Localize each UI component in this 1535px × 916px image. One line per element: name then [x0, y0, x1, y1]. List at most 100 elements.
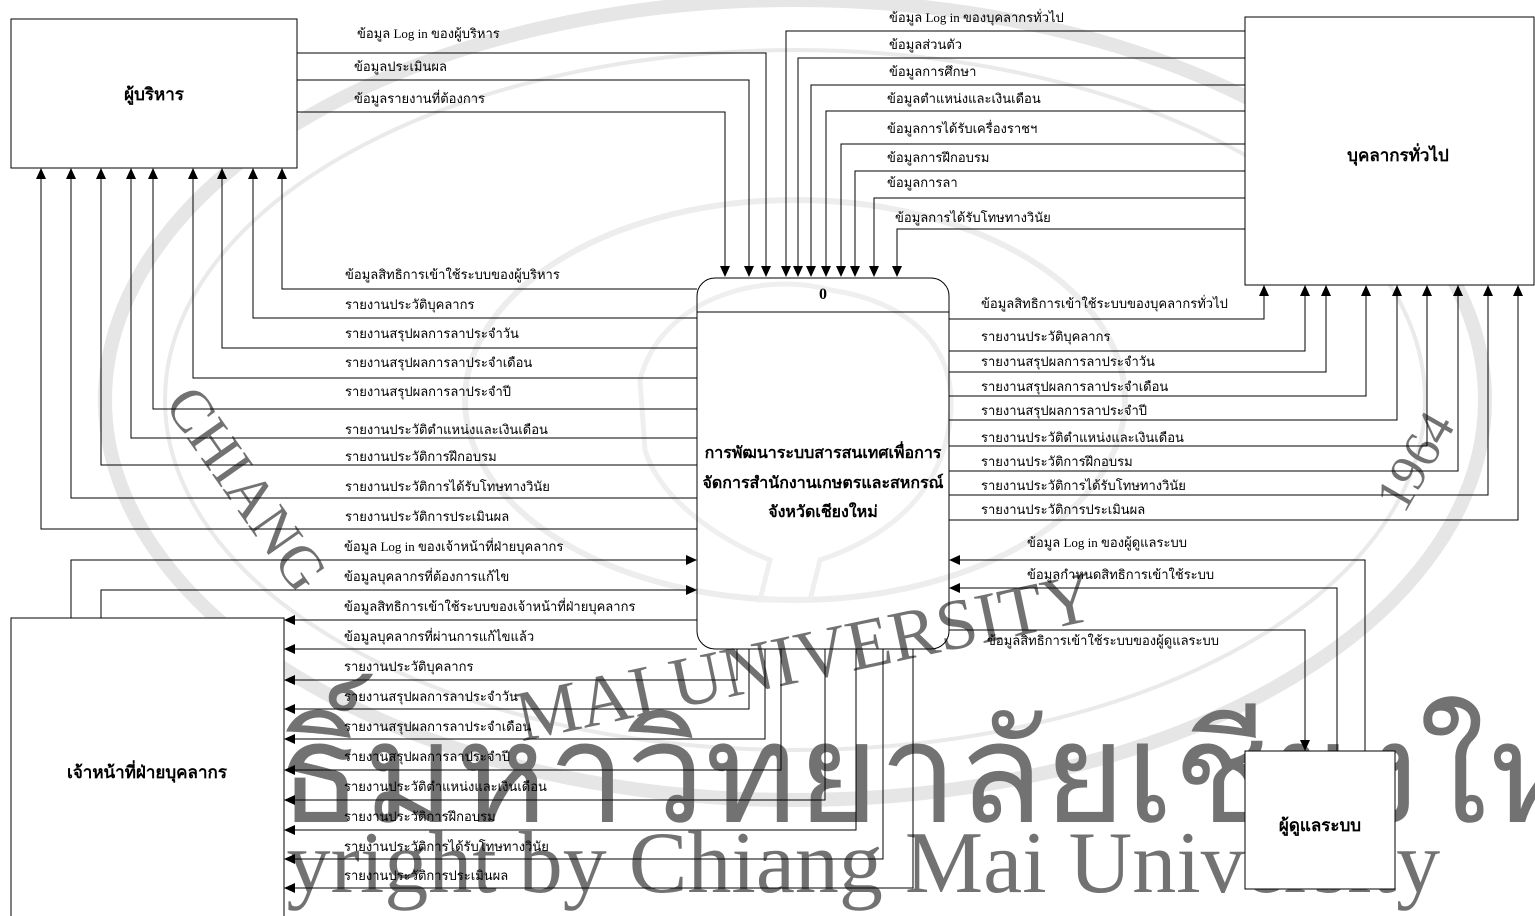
flow-staff-out-1	[949, 285, 1310, 352]
flow-admin-out-label-0: ข้อมูลสิทธิการเข้าใช้ระบบของผู้ดูแลระบบ	[987, 633, 1219, 649]
flow-exec-out-label-2: รายงานสรุปผลการลาประจำวัน	[345, 326, 519, 342]
flow-staff-out-label-5: รายงานประวัติตำแหน่งและเงินเดือน	[981, 430, 1184, 445]
data-flows	[36, 30, 1523, 893]
flow-hr-out-2	[284, 649, 738, 685]
flow-exec-out-label-0: ข้อมูลสิทธิการเข้าใช้ระบบของผู้บริหาร	[345, 267, 560, 283]
flow-hr-out-label-0: ข้อมูลสิทธิการเข้าใช้ระบบของเจ้าหน้าที่ฝ…	[344, 598, 635, 615]
flow-hr-out-9	[284, 649, 914, 893]
flow-staff-out-8	[949, 285, 1523, 521]
flow-staff-out-label-4: รายงานสรุปผลการลาประจำปี	[981, 403, 1147, 419]
flow-staff-in-label-2: ข้อมูลการศึกษา	[889, 64, 976, 80]
flow-admin-in-0	[949, 555, 1366, 751]
flow-exec-out-5	[126, 168, 697, 439]
watermark-copyright-text: Copyright by Chiang Mai University	[140, 815, 1440, 912]
flow-staff-out-7	[949, 285, 1493, 496]
flow-exec-in-0	[297, 52, 771, 277]
process-title-line3: จังหวัดเชียงใหม่	[768, 502, 878, 521]
flow-staff-out-3	[949, 285, 1371, 397]
flow-staff-out-label-2: รายงานสรุปผลการลาประจำวัน	[981, 354, 1155, 370]
flow-staff-in-label-5: ข้อมูลการฝึกอบรม	[887, 150, 989, 166]
flow-staff-in-label-1: ข้อมูลส่วนตัว	[889, 37, 962, 53]
flow-hr-out-label-2: รายงานประวัติบุคลากร	[344, 659, 473, 675]
flow-staff-in-7	[892, 228, 1245, 277]
flow-staff-out-0	[949, 285, 1269, 320]
flow-staff-out-label-1: รายงานประวัติบุคลากร	[981, 329, 1110, 345]
flow-hr-in-label-1: ข้อมูลบุคลากรที่ต้องการแก้ไข	[344, 568, 509, 585]
flow-hr-out-label-3: รายงานสรุปผลการลาประจำวัน	[344, 689, 518, 705]
flow-staff-in-label-6: ข้อมูลการลา	[887, 175, 958, 191]
entity-executive-label: ผู้บริหาร	[124, 85, 185, 106]
flow-staff-in-1	[793, 57, 1245, 277]
flow-exec-out-7	[66, 168, 697, 499]
flow-exec-out-label-7: รายงานประวัติการได้รับโทษทางวินัย	[345, 479, 550, 494]
flow-hr-in-0	[70, 555, 697, 618]
flow-staff-in-0	[781, 30, 1245, 277]
entity-admin: ผู้ดูแลระบบ	[1244, 750, 1396, 890]
flow-staff-in-label-4: ข้อมูลการได้รับเครื่องราชฯ	[887, 120, 1037, 137]
flow-hr-out-label-6: รายงานประวัติตำแหน่งและเงินเดือน	[344, 779, 547, 794]
process-0: 0 การพัฒนาระบบสารสนเทศเพื่อการ จัดการสำน…	[696, 277, 950, 650]
flow-hr-out-7	[284, 649, 857, 835]
flow-staff-in-label-3: ข้อมูลตำแหน่งและเงินเดือน	[887, 91, 1041, 107]
flow-admin-in-label-0: ข้อมูล Log in ของผู้ดูแลระบบ	[1027, 535, 1187, 551]
flow-staff-out-5	[949, 285, 1432, 447]
flow-staff-in-label-7: ข้อมูลการได้รับโทษทางวินัย	[895, 210, 1051, 226]
flow-staff-out-2	[949, 285, 1331, 373]
flow-staff-in-label-0: ข้อมูล Log in ของบุคลากรทั่วไป	[889, 9, 1064, 26]
flow-staff-out-label-7: รายงานประวัติการได้รับโทษทางวินัย	[981, 478, 1186, 493]
process-number: 0	[819, 286, 827, 303]
flow-exec-out-1	[248, 168, 697, 319]
flow-exec-in-label-1: ข้อมูลประเมินผล	[354, 59, 447, 75]
flow-staff-out-4	[949, 285, 1402, 421]
entity-general-staff: บุคลากรทั่วไป	[1244, 16, 1535, 286]
flow-hr-out-5	[284, 649, 782, 775]
flow-staff-in-5	[850, 170, 1245, 277]
flow-exec-out-label-3: รายงานสรุปผลการลาประจำเดือน	[345, 355, 532, 371]
flow-admin-in-1	[949, 583, 1338, 751]
flow-hr-out-label-4: รายงานสรุปผลการลาประจำเดือน	[344, 719, 531, 735]
entity-hr-officer-label: เจ้าหน้าที่ฝ่ายบุคลากร	[67, 760, 228, 783]
entity-admin-label: ผู้ดูแลระบบ	[1279, 816, 1361, 837]
flow-staff-in-3	[821, 110, 1245, 277]
entity-executive: ผู้บริหาร	[10, 18, 298, 169]
process-title-line2: จัดการสำนักงานเกษตรและสหกรณ์	[703, 473, 944, 492]
flow-staff-out-label-3: รายงานสรุปผลการลาประจำเดือน	[981, 379, 1168, 395]
flow-exec-in-2	[297, 111, 730, 277]
flow-admin-out-0	[949, 629, 1310, 751]
flow-staff-out-label-0: ข้อมูลสิทธิการเข้าใช้ระบบของบุคลากรทั่วไ…	[981, 295, 1228, 312]
flow-admin-in-label-1: ข้อมูลกำหนดสิทธิการเข้าใช้ระบบ	[1027, 567, 1214, 583]
flow-exec-out-0	[277, 168, 697, 290]
flow-hr-out-8	[284, 649, 884, 864]
flow-exec-out-4	[148, 168, 697, 410]
entity-hr-officer: เจ้าหน้าที่ฝ่ายบุคลากร	[10, 617, 285, 916]
flow-exec-out-label-8: รายงานประวัติการประเมินผล	[345, 509, 509, 524]
flow-labels: ข้อมูล Log in ของผู้บริหารข้อมูลประเมินผ…	[344, 9, 1228, 883]
flow-hr-out-6	[284, 649, 826, 805]
flow-staff-in-6	[869, 197, 1245, 277]
flow-exec-in-1	[297, 79, 754, 277]
flow-staff-in-4	[836, 143, 1245, 277]
flow-exec-in-label-0: ข้อมูล Log in ของผู้บริหาร	[357, 26, 500, 42]
flow-exec-out-2	[217, 168, 697, 349]
flow-exec-out-label-5: รายงานประวัติตำแหน่งและเงินเดือน	[345, 422, 548, 437]
flow-exec-out-3	[188, 168, 697, 379]
flow-exec-out-label-1: รายงานประวัติบุคลากร	[345, 297, 474, 313]
flow-staff-in-2	[806, 84, 1245, 277]
flow-staff-out-6	[949, 285, 1463, 472]
flow-hr-in-label-0: ข้อมูล Log in ของเจ้าหน้าที่ฝ่ายบุคลากร	[344, 538, 563, 555]
flow-exec-out-6	[96, 168, 697, 466]
flow-hr-in-1	[100, 585, 697, 618]
flow-hr-out-3	[284, 649, 750, 714]
flow-staff-out-label-8: รายงานประวัติการประเมินผล	[981, 502, 1145, 517]
flow-exec-out-label-6: รายงานประวัติการฝึกอบรม	[345, 449, 497, 464]
process-title-line1: การพัฒนาระบบสารสนเทศเพื่อการ	[705, 441, 942, 462]
flow-hr-out-label-7: รายงานประวัติการฝึกอบรม	[344, 809, 496, 824]
flow-hr-out-4	[284, 649, 766, 744]
flow-hr-out-label-1: ข้อมูลบุคลากรที่ผ่านการแก้ไขแล้ว	[344, 628, 534, 645]
flow-hr-out-label-5: รายงานสรุปผลการลาประจำปี	[344, 749, 510, 765]
flow-hr-out-label-9: รายงานประวัติการประเมินผล	[344, 868, 508, 883]
flow-hr-out-label-8: รายงานประวัติการได้รับโทษทางวินัย	[344, 839, 549, 854]
entity-general-staff-label: บุคลากรทั่วไป	[1347, 143, 1449, 166]
flow-exec-out-8	[36, 168, 697, 530]
